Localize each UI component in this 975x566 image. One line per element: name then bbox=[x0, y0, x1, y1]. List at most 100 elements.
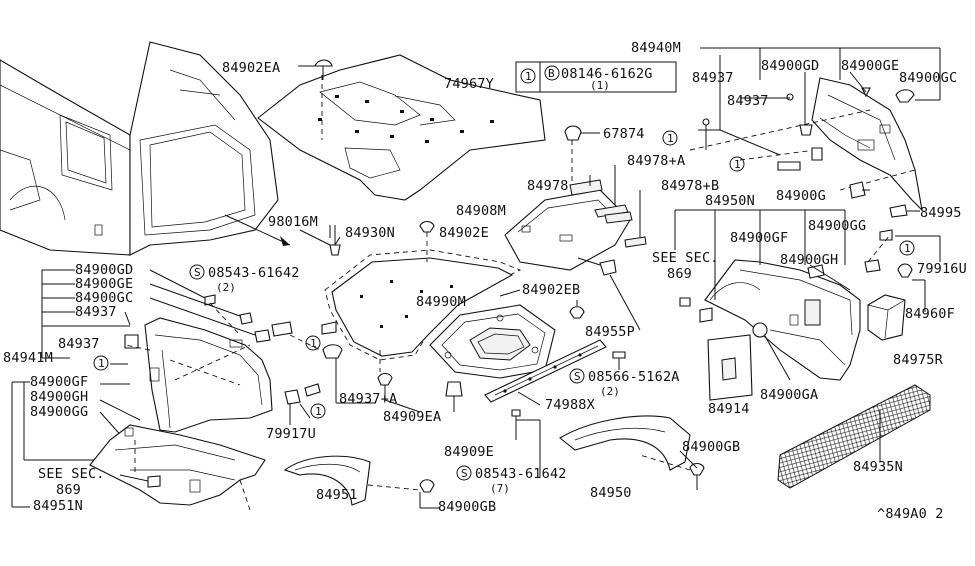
label-84937-a: 84937 bbox=[692, 70, 734, 86]
cover-plate-84914 bbox=[707, 322, 768, 401]
vehicle-body-illustration bbox=[0, 41, 291, 256]
label-84975R: 84975R bbox=[893, 352, 944, 368]
label-84937A: 84937+A bbox=[339, 391, 397, 407]
wheelhouse-84950 bbox=[559, 415, 705, 490]
label-84951: 84951 bbox=[316, 487, 358, 503]
label-bolt-qty: (1) bbox=[590, 79, 610, 92]
callout-s-b: S bbox=[574, 370, 581, 383]
label-84908M: 84908M bbox=[456, 203, 506, 219]
label-84930N: 84930N bbox=[345, 225, 395, 241]
label-84900GB-b: 84900GB bbox=[438, 499, 496, 515]
side-trim-84941M bbox=[124, 294, 393, 433]
callout-s-a: S bbox=[194, 266, 201, 279]
label-84978B: 84978+B bbox=[661, 178, 719, 194]
box-84960F bbox=[867, 263, 926, 341]
label-84909E: 84909E bbox=[444, 444, 494, 460]
label-67874: 67874 bbox=[603, 126, 645, 142]
floor-mat-84930N bbox=[324, 220, 522, 361]
label-84900G: 84900G bbox=[776, 188, 826, 204]
label-79917U: 79917U bbox=[266, 426, 316, 442]
circled-one-glyphs: 1 1 1 1 1 1 bbox=[98, 132, 911, 418]
label-84900GD-a: 84900GD bbox=[761, 58, 819, 74]
circled-one: 1 bbox=[310, 337, 317, 350]
callout-s-c: S bbox=[461, 467, 468, 480]
label-screw-qty-c: (7) bbox=[490, 482, 510, 495]
label-screw-qty-a: (2) bbox=[216, 281, 236, 294]
floor-carpet-74967Y bbox=[257, 54, 546, 201]
clip-84902EB bbox=[569, 300, 585, 319]
label-84900GG-b: 84900GG bbox=[30, 404, 88, 420]
label-74988X: 74988X bbox=[545, 397, 595, 413]
label-84935N: 84935N bbox=[853, 459, 903, 475]
label-84941M: 84941M bbox=[3, 350, 53, 366]
screw-08566-5162A bbox=[511, 351, 626, 470]
label-screw-ref-b: 08566-5162A bbox=[588, 369, 680, 385]
label-84909EA: 84909EA bbox=[383, 409, 441, 425]
label-84900GA: 84900GA bbox=[760, 387, 818, 403]
clip-84902EA bbox=[298, 59, 333, 80]
label-84955P: 84955P bbox=[585, 324, 635, 340]
circled-one: 1 bbox=[904, 242, 911, 255]
circled-one: 1 bbox=[315, 405, 322, 418]
label-84900GF: 84900GF bbox=[730, 230, 788, 246]
callout-b: B bbox=[548, 67, 555, 80]
storage-tray-84990M bbox=[429, 304, 556, 412]
misc-leaders bbox=[299, 99, 930, 509]
label-84950: 84950 bbox=[590, 485, 632, 501]
label-84937-b: 84937 bbox=[727, 93, 769, 109]
part-labels: 84902EA 74967Y 1 B 08146-6162G (1) 84940… bbox=[3, 40, 967, 522]
label-84902EB: 84902EB bbox=[522, 282, 580, 298]
callout-one: 1 bbox=[525, 70, 532, 83]
label-screw-qty-b: (2) bbox=[600, 385, 620, 398]
label-84900GG-a: 84900GG bbox=[808, 218, 866, 234]
label-84951N: 84951N bbox=[33, 498, 83, 514]
floor-board-84908M bbox=[504, 165, 647, 271]
circled-one: 1 bbox=[667, 132, 674, 145]
label-84960F: 84960F bbox=[905, 306, 955, 322]
label-84900GB-a: 84900GB bbox=[682, 439, 740, 455]
label-84900GE-b: 84900GE bbox=[75, 276, 133, 292]
label-84978A: 84978+A bbox=[627, 153, 685, 169]
label-84900GF-b: 84900GF bbox=[30, 374, 88, 390]
label-84937-d: 84937 bbox=[58, 336, 100, 352]
label-84995: 84995 bbox=[920, 205, 962, 221]
label-see-sec-a: SEE SEC. bbox=[652, 250, 719, 266]
label-84978: 84978 bbox=[527, 178, 569, 194]
label-84937-c: 84937 bbox=[75, 304, 117, 320]
left-leader-lines bbox=[11, 269, 256, 508]
circled-one: 1 bbox=[734, 158, 741, 171]
label-84900GE-a: 84900GE bbox=[841, 58, 899, 74]
leader-84900GA bbox=[764, 335, 791, 381]
label-84902E: 84902E bbox=[439, 225, 489, 241]
label-84902EA: 84902EA bbox=[222, 60, 280, 76]
circled-one: 1 bbox=[98, 357, 105, 370]
circled-one-markers bbox=[93, 130, 915, 481]
label-84990M: 84990M bbox=[416, 294, 466, 310]
label-84900GH-b: 84900GH bbox=[30, 389, 88, 405]
label-screw-ref-c: 08543-61642 bbox=[475, 466, 567, 482]
label-98016M: 98016M bbox=[268, 214, 318, 230]
label-84900GC: 84900GC bbox=[899, 70, 957, 86]
label-84900GH: 84900GH bbox=[780, 252, 838, 268]
wheelhouse-84951 bbox=[283, 455, 435, 506]
label-84950N: 84950N bbox=[705, 193, 755, 209]
label-74967Y: 74967Y bbox=[444, 76, 494, 92]
label-see-sec-b: SEE SEC. bbox=[38, 466, 105, 482]
label-see-sec-b-num: 869 bbox=[56, 482, 81, 498]
diagram-code: ^849A0 2 bbox=[877, 506, 944, 522]
bolt-reference-box bbox=[515, 61, 677, 93]
label-bolt-ref: 08146-6162G bbox=[561, 66, 653, 82]
label-84914: 84914 bbox=[708, 401, 750, 417]
plug-67874 bbox=[564, 118, 710, 200]
side-trim-84950N bbox=[674, 209, 941, 381]
label-screw-ref-a: 08543-61642 bbox=[208, 265, 300, 281]
label-84900GC-b: 84900GC bbox=[75, 290, 133, 306]
label-84900GD-b: 84900GD bbox=[75, 262, 133, 278]
cargo-net-84935N bbox=[777, 384, 931, 489]
trim-panel-84940M-assembly bbox=[689, 47, 941, 218]
clip-84955P bbox=[577, 257, 641, 331]
label-see-sec-a-num: 869 bbox=[667, 266, 692, 282]
side-trim-84951N bbox=[89, 424, 266, 511]
